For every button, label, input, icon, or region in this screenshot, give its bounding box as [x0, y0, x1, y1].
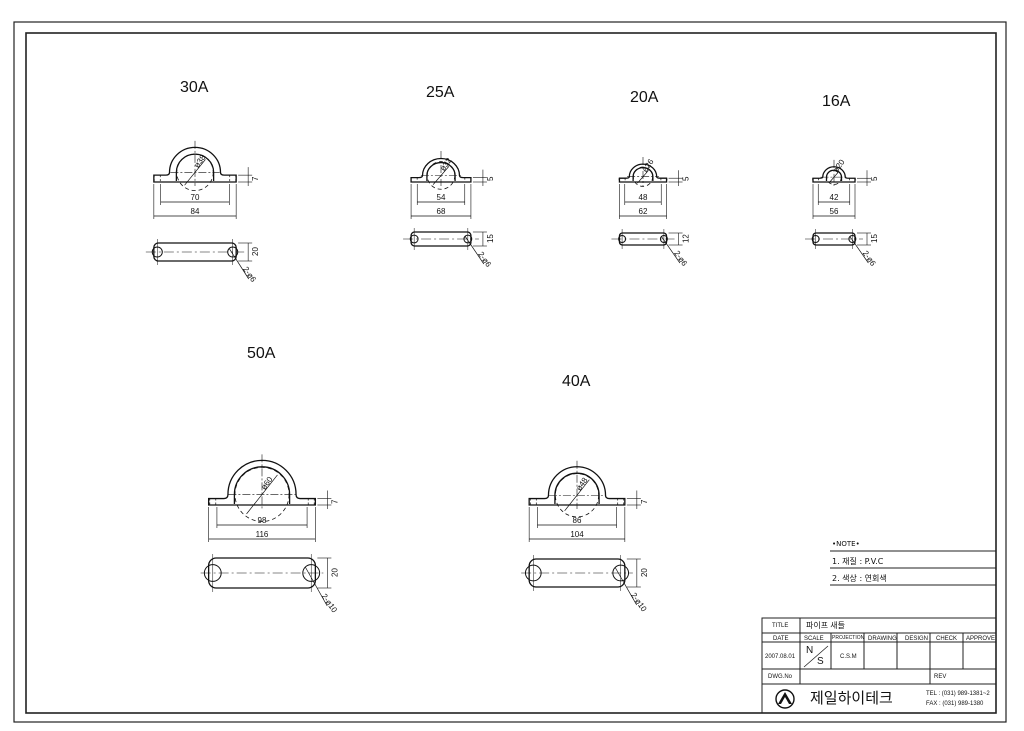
company-logo	[775, 689, 795, 709]
parts-layer: 30Aø3877084202-ø625Aø3255468152-ø620Aø26…	[145, 79, 879, 615]
header-scale: SCALE	[804, 636, 824, 642]
dia-leader	[829, 172, 839, 183]
header-approve: APPROVE	[966, 636, 996, 642]
size-label: 25A	[426, 84, 455, 101]
title-value: 파이프 새들	[806, 621, 846, 630]
inner-width-label: 42	[830, 193, 839, 202]
thickness-label: 5	[682, 176, 691, 181]
company-fax: FAX : (031) 989-1380	[926, 701, 984, 707]
size-label: 30A	[180, 79, 209, 96]
title-block	[761, 617, 997, 714]
outer-width-label: 84	[191, 207, 200, 216]
diameter-label: ø26	[640, 157, 656, 174]
thickness-label: 5	[486, 176, 495, 181]
company-tel: TEL : (031) 989-1381~2	[926, 691, 990, 697]
saddle-50a: 50A ø60 7 98 116 20 2-ø10	[200, 345, 340, 615]
dia-leader	[432, 166, 450, 185]
saddle-30a: 30A ø38 7 70 84 20 2-ø6	[145, 79, 260, 284]
dia-leader	[564, 479, 590, 512]
header-date: DATE	[773, 636, 789, 642]
thickness-label: 5	[870, 176, 879, 181]
title-label: TITLE	[772, 623, 789, 629]
size-label: 16A	[822, 93, 851, 110]
diameter-label: ø38	[192, 153, 208, 170]
plan-width-label: 15	[870, 234, 879, 243]
diameter-label: ø20	[831, 157, 847, 174]
plan-width-label: 20	[640, 568, 649, 577]
hole-spec-label: 2-ø10	[320, 592, 340, 615]
outer-width-label: 116	[256, 530, 269, 539]
thickness-label: 7	[640, 499, 649, 504]
projection-value: C.S.M	[840, 654, 857, 660]
hole-leader	[305, 566, 328, 607]
scale-top: N	[806, 645, 814, 656]
outer-width-label: 56	[830, 207, 839, 216]
note-heading: •NOTE•	[832, 540, 860, 548]
inner-width-label: 70	[191, 193, 200, 202]
saddle-40a: 40A ø48 7 86 104 20 2-ø10	[521, 373, 649, 614]
plan-width-label: 20	[330, 568, 339, 577]
outer-width-label: 62	[639, 207, 648, 216]
hole-leader	[228, 248, 250, 280]
saddle-outline	[812, 166, 856, 183]
hole-spec-label: 2-ø6	[672, 249, 689, 268]
inner-width-label: 98	[258, 516, 267, 525]
dia-leader	[637, 170, 649, 184]
plan-width-label: 12	[682, 234, 691, 243]
hole-spec-label: 2-ø6	[476, 250, 493, 269]
saddle-inner-arc	[233, 466, 291, 504]
hole-leader	[614, 567, 638, 606]
hole-leader	[661, 236, 681, 264]
hole-leader	[849, 236, 869, 264]
plan-width-label: 15	[486, 234, 495, 243]
thickness-label: 7	[330, 499, 339, 504]
saddle-outline	[528, 466, 626, 506]
dwg-no-label: DWG.No	[768, 674, 792, 680]
inner-width-label: 54	[437, 193, 446, 202]
header-drawing: DRAWING	[868, 636, 897, 642]
outer-width-label: 104	[570, 530, 584, 539]
size-label: 20A	[630, 89, 659, 106]
header-projection: PROJECTION	[832, 635, 865, 641]
diameter-label: ø60	[259, 475, 275, 492]
saddle-outline	[618, 163, 668, 183]
header-check: CHECK	[936, 636, 958, 642]
outer-border	[13, 21, 1007, 723]
hole-spec-label: 2-ø6	[241, 265, 258, 284]
hole-spec-label: 2-ø6	[861, 249, 878, 268]
hole-spec-label: 2-ø10	[629, 591, 649, 614]
company-name: 제일하이테크	[810, 690, 893, 707]
rev-label: REV	[934, 674, 947, 680]
saddle-outline	[410, 157, 472, 183]
size-label: 40A	[562, 373, 591, 390]
inner-width-label: 86	[573, 516, 582, 525]
saddle-20a: 20A ø26 5 48 62 12 2-ø6	[611, 89, 691, 268]
note-material: 1. 재질 : P.V.C	[832, 557, 884, 566]
note-color: 2. 색상 : 연회색	[832, 574, 887, 583]
dia-leader	[184, 159, 206, 186]
inner-width-label: 48	[639, 193, 648, 202]
header-design: DESIGN	[905, 636, 929, 642]
plan-width-label: 20	[251, 247, 260, 256]
notes-box	[830, 550, 996, 586]
size-label: 50A	[247, 345, 276, 362]
thickness-label: 7	[251, 176, 260, 181]
saddle-outline	[153, 146, 237, 183]
outer-width-label: 68	[437, 207, 446, 216]
saddle-16a: 16A ø20 5 42 56 15 2-ø6	[805, 93, 879, 268]
inner-border	[25, 32, 997, 714]
scale-bottom: S	[817, 656, 824, 667]
dia-leader	[246, 474, 278, 515]
date-value: 2007.08.01	[765, 654, 796, 660]
saddle-outline	[207, 459, 317, 506]
diameter-label: ø48	[574, 475, 590, 492]
hole-leader	[464, 236, 485, 265]
